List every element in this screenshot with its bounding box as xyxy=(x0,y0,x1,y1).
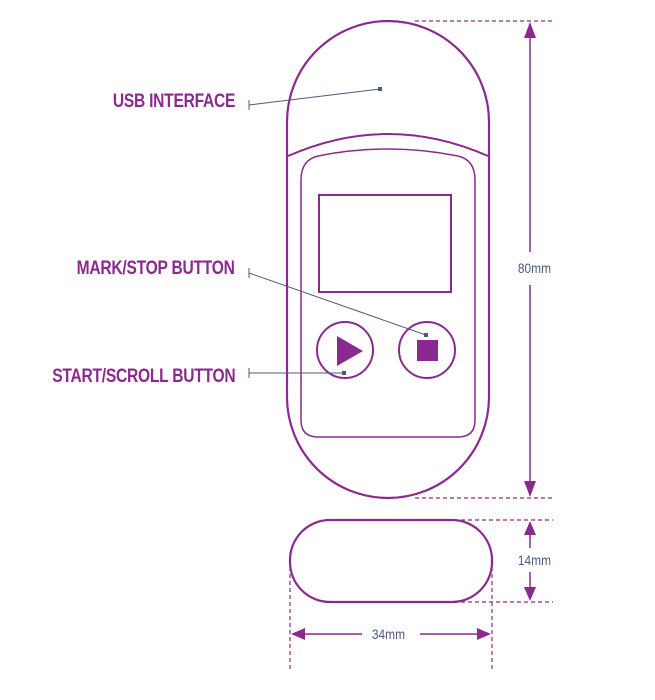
width-dimension-label: 34mm xyxy=(371,626,405,642)
depth-arrow-down xyxy=(524,587,536,601)
usb-interface-label: USB INTERFACE xyxy=(112,91,236,112)
depth-dimension-label: 14mm xyxy=(517,552,551,568)
depth-arrow-up xyxy=(524,521,536,535)
height-dimension xyxy=(415,20,553,499)
mark-stop-button[interactable] xyxy=(398,321,456,379)
width-dimension xyxy=(289,560,493,670)
start-scroll-button[interactable] xyxy=(316,321,374,379)
mark-leader-line xyxy=(248,272,427,336)
width-arrow-left xyxy=(291,628,305,640)
usb-leader-dot xyxy=(378,87,382,91)
play-icon xyxy=(337,336,363,366)
start-button-ring[interactable] xyxy=(316,321,374,379)
display-screen xyxy=(318,194,452,293)
start-scroll-button-label: START/SCROLL BUTTON xyxy=(51,366,235,387)
height-arrow-down xyxy=(524,481,536,497)
device-body-outline xyxy=(285,19,491,500)
face-panel-outline xyxy=(300,148,476,438)
leader-lines xyxy=(248,87,428,378)
mark-leader-dot xyxy=(424,333,428,337)
stop-icon xyxy=(417,340,438,361)
usb-leader-line xyxy=(248,88,381,106)
start-leader-dot xyxy=(342,371,346,375)
depth-dimension xyxy=(440,519,553,603)
width-arrow-right xyxy=(477,628,491,640)
height-arrow-up xyxy=(524,22,536,38)
side-view-outline xyxy=(288,518,494,604)
mark-stop-button-label: MARK/STOP BUTTON xyxy=(77,258,235,279)
stop-button-ring[interactable] xyxy=(398,321,456,379)
height-dimension-label: 80mm xyxy=(517,260,551,276)
usb-cap-seam xyxy=(287,133,489,157)
